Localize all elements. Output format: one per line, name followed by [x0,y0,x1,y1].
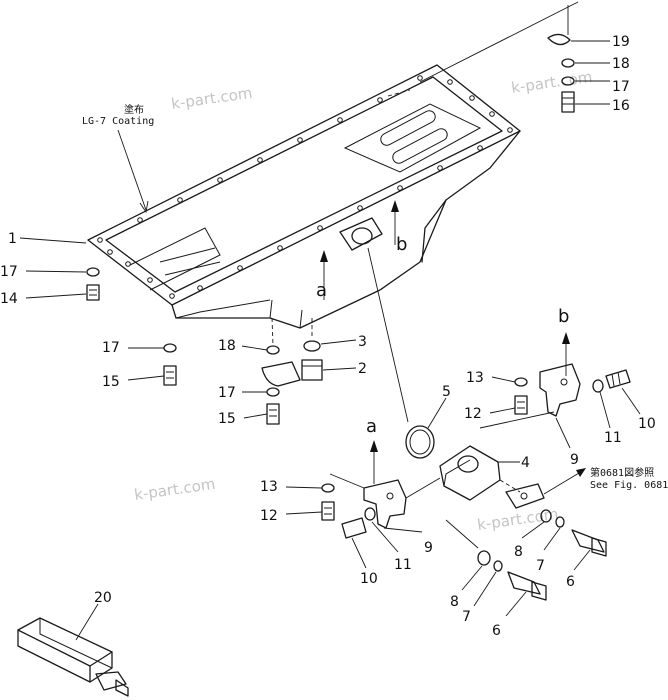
part-20-tool [17,617,129,697]
watermark-right: k-part.com [510,68,593,97]
coating-note: 塗布 LG-7 Coating [82,103,154,214]
callouts: 19 18 17 16 1 17 14 17 15 18 3 2 [0,34,656,641]
left-bracket: a [321,416,441,539]
callout-12-left: 12 [260,508,278,524]
oil-pan [87,64,521,329]
callout-11-left: 11 [394,557,412,573]
callout-6-upper: 6 [566,574,575,590]
callout-8-lower: 8 [450,594,459,610]
callout-10-left: 10 [360,571,378,587]
ref-label-a-upper: a [316,280,327,301]
part-18-washer [561,58,575,68]
callout-4: 4 [521,455,530,471]
flange-bolt-holes [97,75,513,299]
pipe-bracket: 第0681図参照 See Fig. 0681 [505,466,668,509]
flange-bolts [445,509,607,601]
right-bracket: b [479,306,631,429]
drain-plug-group [547,33,575,113]
callout-13-left: 13 [260,479,278,495]
ref-label-b-lower: b [558,306,569,327]
ref-arrow-a-upper: a [316,250,328,301]
callout-1: 1 [8,231,17,247]
leader-19-to-pan [419,1,579,83]
callout-18-mid: 18 [218,338,236,354]
callout-3: 3 [358,334,367,350]
part-16-bolt [561,91,575,113]
part-17-washer [561,76,575,86]
see-fig-en: See Fig. 0681 [590,480,668,491]
callout-10-right: 10 [638,416,656,432]
watermark-left: k-part.com [133,475,216,504]
callout-15-bracket: 15 [218,411,236,427]
watermark-top: k-part.com [170,84,253,113]
see-fig-jp: 第0681図参照 [590,466,654,479]
left-bolts [86,267,177,386]
callout-9-right: 9 [570,452,579,468]
callout-11-right: 11 [604,430,622,446]
pipe-centerline [367,247,409,423]
callout-16: 16 [612,98,630,114]
coating-note-jp: 塗布 [124,103,144,116]
ref-arrow-b-upper: b [391,200,407,255]
callout-8-upper: 8 [514,544,523,560]
callout-14: 14 [0,291,18,307]
coating-note-en: LG-7 Coating [82,116,154,127]
callout-17: 17 [612,79,630,95]
part-4-flange [439,445,521,501]
callout-7-upper: 7 [536,558,545,574]
callout-6-lower: 6 [492,623,501,639]
callout-15: 15 [102,374,120,390]
part-5-o-ring [405,425,435,459]
pipe-clip-group [261,317,301,425]
callout-13-right: 13 [466,370,484,386]
callout-20: 20 [94,590,112,606]
watermark-center: k-part.com [476,505,559,534]
callout-17-bracket: 17 [218,385,236,401]
callout-9-left: 9 [424,540,433,556]
drain-plug-parts [301,318,323,381]
callout-18: 18 [612,56,630,72]
ref-label-b-upper: b [396,234,407,255]
callout-17-left: 17 [0,264,18,280]
callout-5: 5 [442,384,451,400]
callout-17-mid: 17 [102,340,120,356]
part-19-clip [547,33,571,46]
callout-7-lower: 7 [462,609,471,625]
callout-12-right: 12 [464,406,482,422]
ref-label-a-lower: a [366,416,377,437]
callout-19: 19 [612,34,630,50]
callout-2: 2 [358,361,367,377]
